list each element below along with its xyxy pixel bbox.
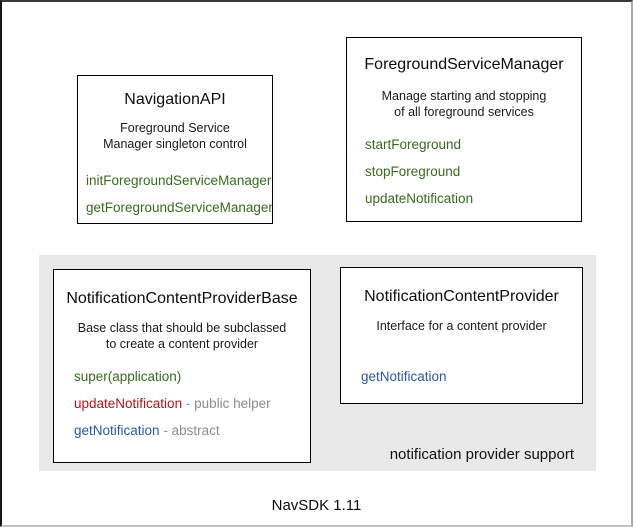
method-row: getNotification	[361, 368, 582, 386]
method-label: getNotification	[361, 369, 447, 384]
method-list: startForeground stopForeground updateNot…	[347, 136, 581, 208]
method-row: updateNotification - public helper	[74, 395, 310, 413]
subtitle-line: Interface for a content provider	[376, 319, 547, 333]
method-label: getNotification	[74, 423, 160, 438]
method-annotation: - public helper	[182, 396, 271, 411]
method-label: super(application)	[74, 369, 182, 384]
method-row: stopForeground	[365, 163, 581, 181]
subtitle-line: Base class that should be subclassed	[77, 321, 287, 335]
box-subtitle: Base class that should be subclassed to …	[54, 320, 310, 352]
subtitle-line: to create a content provider	[105, 337, 259, 351]
method-row: startForeground	[365, 136, 581, 154]
method-row: initForegroundServiceManager	[86, 172, 272, 190]
method-list: initForegroundServiceManager getForegrou…	[78, 172, 273, 217]
sdk-version-label: NavSDK 1.11	[271, 497, 362, 514]
method-label: stopForeground	[365, 164, 461, 179]
notification-content-provider-box: NotificationContentProvider Interface fo…	[340, 267, 583, 404]
box-subtitle: Manage starting and stopping of all fore…	[347, 88, 581, 120]
method-label: getForegroundServiceManager	[86, 200, 273, 215]
method-row: getForegroundServiceManager	[86, 199, 273, 217]
method-annotation: - abstract	[159, 423, 220, 438]
method-row: getNotification - abstract	[74, 422, 310, 440]
box-title: ForegroundServiceManager	[364, 56, 564, 73]
method-row: super(application)	[74, 368, 310, 386]
box-title: NotificationContentProvider	[364, 288, 559, 305]
notification-content-provider-base-box: NotificationContentProviderBase Base cla…	[53, 269, 311, 463]
method-label: startForeground	[365, 137, 462, 152]
subtitle-line: Foreground Service	[120, 121, 230, 135]
panel-caption: notification provider support	[389, 446, 574, 463]
box-subtitle: Foreground Service Manager singleton con…	[78, 120, 272, 152]
subtitle-line: of all foreground services	[394, 105, 534, 119]
method-list: getNotification	[341, 368, 582, 386]
navigation-api-box: NavigationAPI Foreground Service Manager…	[77, 75, 273, 224]
method-label: updateNotification	[365, 191, 474, 206]
box-title: NavigationAPI	[124, 91, 226, 108]
subtitle-line: Manage starting and stopping	[381, 89, 547, 103]
box-title: NotificationContentProviderBase	[66, 290, 298, 307]
box-subtitle: Interface for a content provider	[341, 318, 582, 334]
foreground-service-manager-box: ForegroundServiceManager Manage starting…	[346, 37, 582, 222]
method-row: updateNotification	[365, 190, 581, 208]
method-list: super(application) updateNotification - …	[54, 368, 310, 440]
method-label: updateNotification	[74, 396, 183, 411]
method-label: initForegroundServiceManager	[86, 173, 272, 188]
subtitle-line: Manager singleton control	[103, 137, 247, 151]
